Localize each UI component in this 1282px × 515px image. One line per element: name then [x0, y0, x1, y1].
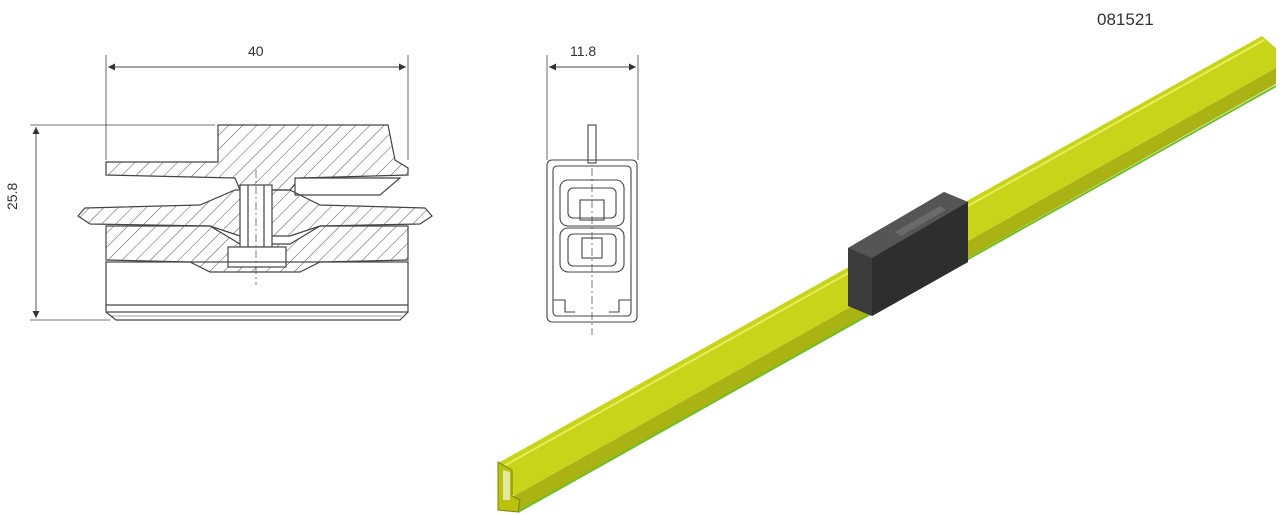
rail-render — [497, 36, 1277, 513]
side-view — [546, 55, 639, 335]
product-code: 081521 — [1097, 10, 1154, 29]
dimension-depth-label: 11.8 — [570, 43, 597, 59]
front-section-view — [30, 55, 433, 321]
dimension-width-label: 40 — [248, 43, 264, 59]
